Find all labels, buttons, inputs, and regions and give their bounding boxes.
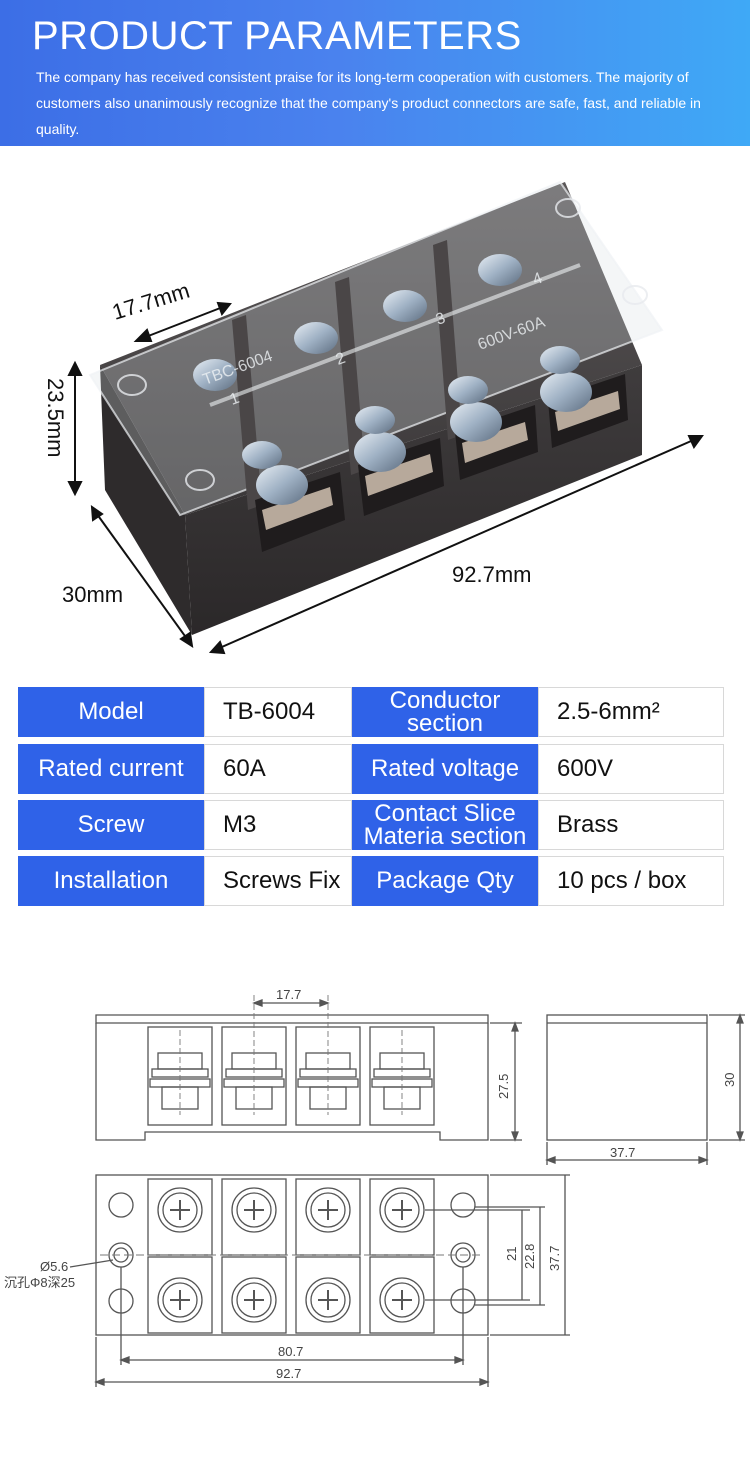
spec-label: Screw — [18, 800, 204, 850]
spec-value: Brass — [538, 800, 724, 850]
spec-label: Contact Slice Materia section — [352, 800, 538, 850]
page-title: PRODUCT PARAMETERS — [32, 14, 522, 58]
spec-value: Screws Fix — [204, 856, 352, 906]
spec-label-line: Contact Slice — [374, 800, 516, 827]
elevation-terminals — [147, 1026, 435, 1126]
spec-label-line: section — [406, 710, 484, 737]
spec-label-line: Conductor — [389, 687, 501, 714]
product-photo: TBC-6004 600V-60A 1 2 3 4 17.7mm 23.5mm … — [43, 180, 704, 655]
drawing-pitch-label: 17.7 — [276, 987, 301, 1002]
spec-row-current: Rated current 60A Rated voltage 600V — [18, 744, 724, 794]
drawing-total-length-label: 92.7 — [276, 1366, 301, 1381]
drawing-d21-label: 21 — [504, 1247, 519, 1261]
dim-height-label: 23.5mm — [43, 378, 68, 457]
spec-label: Conductor section — [352, 687, 538, 737]
drawing-height-label: 27.5 — [496, 1074, 511, 1099]
drawing-counterbore-label: 沉孔Φ8深25 — [4, 1275, 75, 1290]
dim-length-label: 92.7mm — [452, 562, 531, 587]
spec-value: 2.5-6mm² — [538, 687, 724, 737]
header-description: The company has received consistent prai… — [36, 69, 701, 137]
spec-row-model: Model TB-6004 Conductor section 2.5-6mm² — [18, 687, 724, 737]
spec-row-installation: Installation Screws Fix Package Qty 10 p… — [18, 856, 724, 906]
spec-label-line: Materia section — [363, 823, 527, 850]
spec-value: 60A — [204, 744, 352, 794]
drawing-d228-label: 22.8 — [522, 1244, 537, 1269]
spec-value: 600V — [538, 744, 724, 794]
drawing-side-height-label: 30 — [722, 1073, 737, 1087]
spec-label: Package Qty — [352, 856, 538, 906]
drawing-hole-dia-label: Ø5.6 — [40, 1259, 68, 1274]
drawing-hole-span-label: 80.7 — [278, 1344, 303, 1359]
drawing-d377-label: 37.7 — [547, 1246, 562, 1271]
spec-value: TB-6004 — [204, 687, 352, 737]
spec-label: Rated voltage — [352, 744, 538, 794]
spec-value: M3 — [204, 800, 352, 850]
spec-label: Model — [18, 687, 204, 737]
plan-terminals — [147, 1178, 435, 1334]
technical-drawing: 17.7 27.5 30 37.7 Ø5.6 沉孔Φ8深25 21 22.8 3… — [4, 987, 745, 1387]
header-banner: PRODUCT PARAMETERS The company has recei… — [0, 0, 750, 146]
spec-label: Rated current — [18, 744, 204, 794]
spec-row-screw: Screw M3 Contact Slice Materia section B… — [18, 800, 724, 850]
dim-pitch-label: 17.7mm — [109, 278, 192, 325]
spec-label: Installation — [18, 856, 204, 906]
dim-depth-label: 30mm — [62, 582, 123, 607]
spec-value: 10 pcs / box — [538, 856, 724, 906]
drawing-side-width-label: 37.7 — [610, 1145, 635, 1160]
